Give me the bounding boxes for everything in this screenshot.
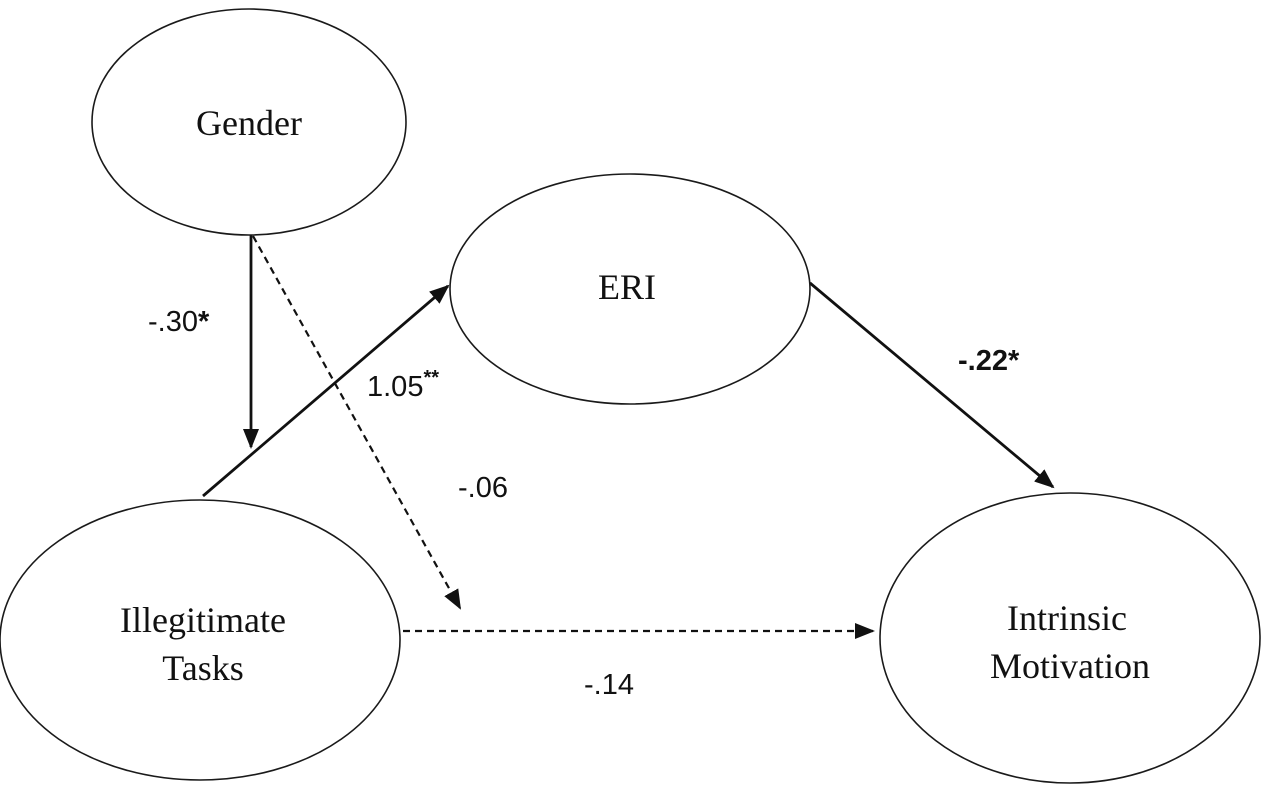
sig-gender-to-tasks: * bbox=[198, 306, 210, 338]
arrow-illegitimate-tasks-to-eri bbox=[202, 284, 450, 498]
coef-eri-to-motivation: -.22 bbox=[958, 345, 1008, 377]
node-intrinsic-motivation-label-line1: Intrinsic bbox=[1007, 598, 1127, 638]
edge-label-gender-to-tasks: -.30* bbox=[148, 306, 210, 338]
node-gender: Gender bbox=[91, 8, 407, 236]
node-illegitimate-tasks: Illegitimate Tasks bbox=[0, 499, 401, 781]
node-illegitimate-tasks-label-line1: Illegitimate bbox=[120, 600, 286, 640]
edge-label-eri-to-motivation: -.22* bbox=[958, 345, 1020, 377]
arrow-eri-to-intrinsic-motivation bbox=[809, 281, 1055, 489]
node-eri: ERI bbox=[449, 173, 811, 405]
edge-label-gender-to-mediated-path: -.06 bbox=[458, 472, 508, 504]
coef-gender-to-tasks: -.30 bbox=[148, 306, 198, 338]
node-intrinsic-motivation: Intrinsic Motivation bbox=[879, 492, 1261, 784]
edge-label-tasks-to-motivation: -.14 bbox=[584, 669, 634, 701]
node-illegitimate-tasks-label-line2: Tasks bbox=[162, 648, 243, 688]
node-intrinsic-motivation-label-line2: Motivation bbox=[990, 646, 1150, 686]
node-gender-label: Gender bbox=[196, 103, 302, 143]
arrow-gender-to-mediated-path-dashed bbox=[252, 235, 461, 610]
sig-eri-to-motivation: * bbox=[1008, 345, 1020, 377]
edge-label-tasks-to-eri: 1.05** bbox=[367, 367, 439, 403]
node-eri-label: ERI bbox=[598, 267, 656, 307]
coef-tasks-to-eri: 1.05 bbox=[367, 371, 423, 403]
sig-tasks-to-eri: ** bbox=[423, 367, 439, 389]
